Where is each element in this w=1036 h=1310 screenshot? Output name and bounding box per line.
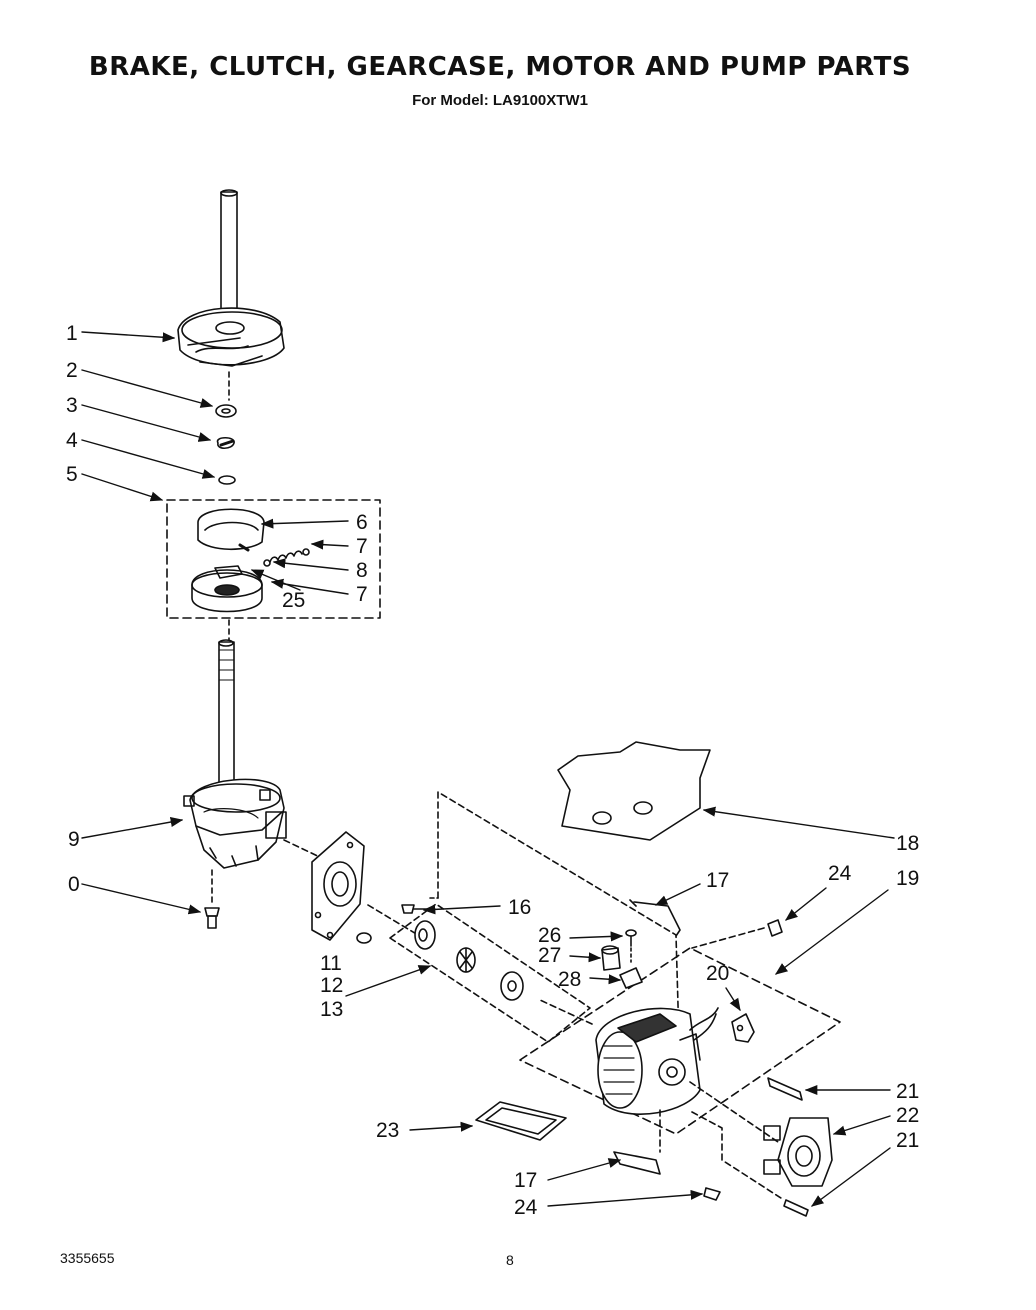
callout-1: 1: [66, 322, 78, 345]
callout-19: 19: [896, 867, 919, 890]
impeller: [456, 947, 476, 973]
screw-part-10: [204, 907, 220, 929]
motor-part-19: [595, 1007, 701, 1115]
callout-17b: 17: [514, 1169, 537, 1192]
motor-bracket-part-17: [629, 899, 681, 937]
callout-4: 4: [66, 429, 78, 452]
callout-5: 5: [66, 463, 78, 486]
callout-23: 23: [376, 1119, 399, 1142]
pump-pulley: [500, 971, 524, 1001]
brake-band-part-6: [197, 508, 265, 552]
screw-part-24-lower: [703, 1187, 721, 1201]
screw-part-26: [625, 929, 637, 947]
callout-3: 3: [66, 394, 78, 417]
callout-10: 0: [68, 873, 80, 896]
spring-part-8: [263, 548, 310, 567]
callout-7b: 7: [356, 583, 368, 606]
gasket-part-23: [475, 1101, 567, 1141]
nut-part-12: [356, 932, 372, 944]
motor-wires: [689, 1007, 719, 1041]
callout-18: 18: [896, 832, 919, 855]
brake-disc-part-25: [191, 565, 263, 613]
clutch-shaft-top: [220, 189, 238, 343]
callout-8: 8: [356, 559, 368, 582]
page-number: 8: [506, 1252, 514, 1268]
callout-9: 9: [68, 828, 80, 851]
callout-27: 27: [538, 944, 561, 967]
motor-bracket-part-17-lower: [613, 1151, 661, 1175]
brake-assembly-box: [166, 499, 381, 619]
page-title: BRAKE, CLUTCH, GEARCASE, MOTOR AND PUMP …: [88, 52, 912, 82]
pump-parts-box: [389, 903, 591, 1043]
pad-part-18: [557, 741, 711, 841]
screw-part-24: [767, 919, 783, 937]
callout-24a: 24: [828, 862, 852, 885]
callout-24b: 24: [514, 1196, 538, 1219]
callout-arrows: [81, 331, 895, 1207]
gearcase-part-9: [183, 639, 287, 869]
callout-25: 25: [282, 589, 305, 612]
callout-17a: 17: [706, 869, 729, 892]
bushing-part-27: [601, 945, 621, 971]
document-number: 3355655: [60, 1250, 115, 1266]
clip-part-21-upper: [767, 1077, 803, 1101]
callout-28: 28: [558, 968, 581, 991]
pump-cover-part-13: [414, 920, 436, 950]
clip-part-21-lower: [783, 1199, 809, 1217]
callout-21a: 21: [896, 1080, 919, 1103]
mounting-plate-part-11: [311, 831, 365, 941]
callout-2: 2: [66, 359, 78, 382]
callout-13: 13: [320, 998, 343, 1021]
screw-part-16: [401, 904, 429, 914]
pump-part-22: [763, 1117, 833, 1187]
callout-6: 6: [356, 511, 368, 534]
callout-20: 20: [706, 962, 729, 985]
retaining-ring-part-3: [216, 436, 235, 450]
connector-part-20: [731, 1013, 755, 1043]
callout-21b: 21: [896, 1129, 919, 1152]
callout-22: 22: [896, 1104, 919, 1127]
ring-part-4: [218, 475, 236, 485]
brake-cam-part-1: [177, 307, 285, 367]
callout-12: 12: [320, 974, 343, 997]
clip-part-28: [619, 967, 643, 989]
callout-16: 16: [508, 896, 531, 919]
callout-7a: 7: [356, 535, 368, 558]
callout-labels: 1 2 3 4 5 6 7 8 7 25 9 0 11 12 13 16 17 …: [66, 322, 919, 1219]
callout-11: 11: [320, 952, 342, 975]
callout-26: 26: [538, 924, 561, 947]
washer-part-2: [215, 404, 237, 418]
model-subtitle: For Model: LA9100XTW1: [412, 92, 588, 109]
